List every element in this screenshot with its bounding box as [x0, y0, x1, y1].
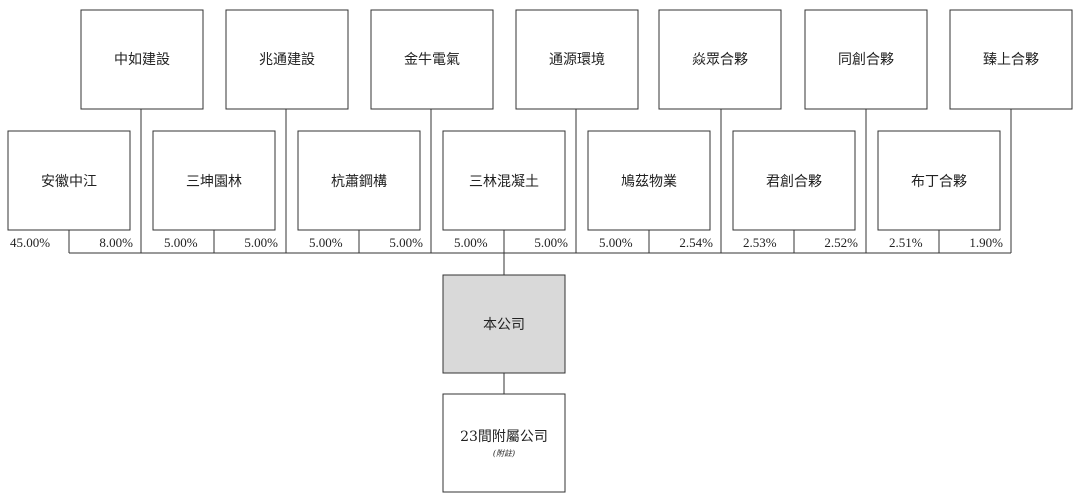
shareholder-box-sanlin: 三林混凝土: [442, 130, 566, 231]
subsidiaries-note: (附註): [493, 449, 515, 458]
percentage-label: 5.00%: [309, 235, 343, 250]
percentage-label: 5.00%: [244, 235, 278, 250]
shareholder-label: 兆通建設: [259, 52, 315, 68]
shareholder-label: 金牛電氣: [404, 52, 460, 68]
percentage-label: 2.53%: [743, 235, 777, 250]
percentage-label: 45.00%: [10, 235, 50, 250]
shareholder-box-jinniu: 金牛電氣: [370, 9, 494, 110]
shareholder-label: 安徽中江: [41, 174, 97, 190]
shareholder-label: 鳩茲物業: [621, 174, 677, 190]
shareholder-box-zhongru: 中如建設: [80, 9, 204, 110]
shareholder-label: 杭蕭鋼構: [331, 174, 387, 190]
percentage-label: 2.54%: [679, 235, 713, 250]
shareholder-box-buding: 布丁合夥: [877, 130, 1001, 231]
percentage-label: 8.00%: [99, 235, 133, 250]
shareholder-label: 臻上合夥: [983, 52, 1039, 68]
percentage-label: 5.00%: [534, 235, 568, 250]
percentage-label: 5.00%: [454, 235, 488, 250]
shareholder-box-zhenshang: 臻上合夥: [949, 9, 1073, 110]
subsidiaries-box: 23間附屬公司 (附註): [442, 393, 566, 493]
shareholder-label: 焱眾合夥: [692, 52, 748, 68]
percentage-label: 5.00%: [389, 235, 423, 250]
shareholder-label: 同創合夥: [838, 52, 894, 68]
shareholder-label: 君創合夥: [766, 174, 822, 190]
subsidiaries-label: 23間附屬公司: [460, 429, 548, 445]
middle-row-shareholders: 安徽中江 三坤園林 杭蕭鋼構 三林混凝土 鳩茲物業 君創合夥 布丁合夥: [7, 130, 1001, 231]
top-row-shareholders: 中如建設 兆通建設 金牛電氣 通源環境 焱眾合夥 同創合夥 臻上合夥: [80, 9, 1073, 110]
percentage-label: 2.52%: [824, 235, 858, 250]
shareholder-box-sankun: 三坤園林: [152, 130, 276, 231]
company-label: 本公司: [483, 317, 525, 333]
shareholder-label: 三林混凝土: [469, 174, 539, 190]
shareholder-label: 通源環境: [549, 52, 605, 68]
shareholder-label: 三坤園林: [186, 174, 242, 190]
shareholder-box-anhui-zhongjiang: 安徽中江: [7, 130, 131, 231]
shareholder-box-yanzhong: 焱眾合夥: [658, 9, 782, 110]
percentage-label: 1.90%: [969, 235, 1003, 250]
company-box: 本公司: [442, 274, 566, 374]
shareholder-box-jiuzi: 鳩茲物業: [587, 130, 711, 231]
shareholder-box-tongyuan: 通源環境: [515, 9, 639, 110]
shareholder-label: 布丁合夥: [911, 174, 967, 190]
percentage-label: 5.00%: [599, 235, 633, 250]
shareholder-box-junchuang: 君創合夥: [732, 130, 856, 231]
shareholder-box-tongchuang: 同創合夥: [804, 9, 928, 110]
connector-lines: [68, 109, 1012, 394]
shareholder-box-zhaotong: 兆通建設: [225, 9, 349, 110]
shareholder-box-hangxiao: 杭蕭鋼構: [297, 130, 421, 231]
shareholder-label: 中如建設: [114, 52, 170, 68]
shareholding-percentages: 45.00% 8.00% 5.00% 5.00% 5.00% 5.00% 5.0…: [10, 235, 1003, 250]
percentage-label: 5.00%: [164, 235, 198, 250]
percentage-label: 2.51%: [889, 235, 923, 250]
